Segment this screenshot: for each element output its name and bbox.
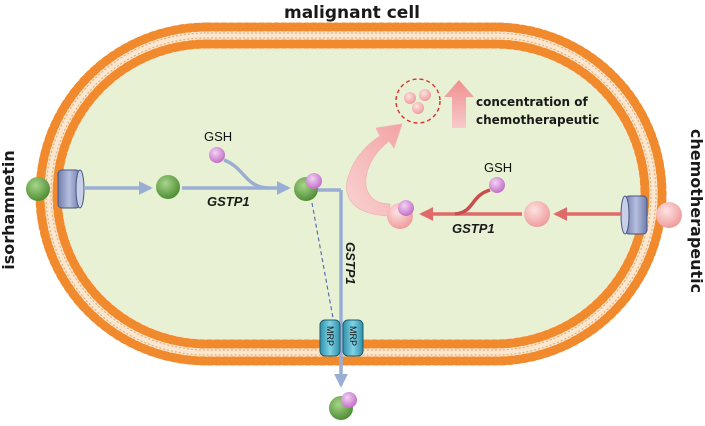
drug-concentration-pool — [395, 78, 441, 124]
chemotherapeutic-label: chemotherapeutic — [687, 129, 705, 293]
concentration-label-line1: concentration of — [476, 95, 589, 109]
increase-up-arrow — [444, 80, 474, 128]
chemotherapeutic-molecule-inside — [524, 201, 550, 227]
concentration-label-line2: chemotherapeutic — [476, 113, 599, 127]
gsh-left-join-curve — [223, 158, 269, 190]
dashed-transport-line — [311, 202, 334, 319]
gsh-left-label: GSH — [204, 129, 232, 144]
isorhamnetin-molecule-inside — [156, 175, 180, 199]
mrp-label-right: MRP — [348, 326, 358, 346]
chemotherapeutic-gsh-conjugate — [387, 200, 414, 229]
gsh-right-molecule — [489, 177, 505, 193]
gsh-right-label: GSH — [484, 160, 512, 175]
right-membrane-channel — [620, 195, 648, 235]
gstp1-right-label: GSTP1 — [452, 221, 495, 236]
isorhamnetin-gsh-conjugate — [294, 173, 322, 201]
isorhamnetin-label: isorhamnetin — [0, 150, 18, 270]
mrp-label-left: MRP — [325, 326, 335, 346]
gsh-left-molecule — [209, 147, 225, 163]
gsh-right-join-curve — [454, 188, 491, 216]
mrp-transporter: MRP MRP — [319, 319, 364, 357]
exported-conjugate — [329, 392, 357, 420]
chemotherapeutic-molecule-outside — [656, 202, 682, 228]
gstp1-vertical-label: GSTP1 — [343, 242, 358, 285]
gstp1-left-label: GSTP1 — [207, 194, 250, 209]
isorhamnetin-molecule-outside — [26, 177, 50, 201]
accumulation-curved-arrow — [346, 123, 403, 217]
cell-title: malignant cell — [284, 3, 420, 23]
left-membrane-channel — [57, 169, 85, 209]
